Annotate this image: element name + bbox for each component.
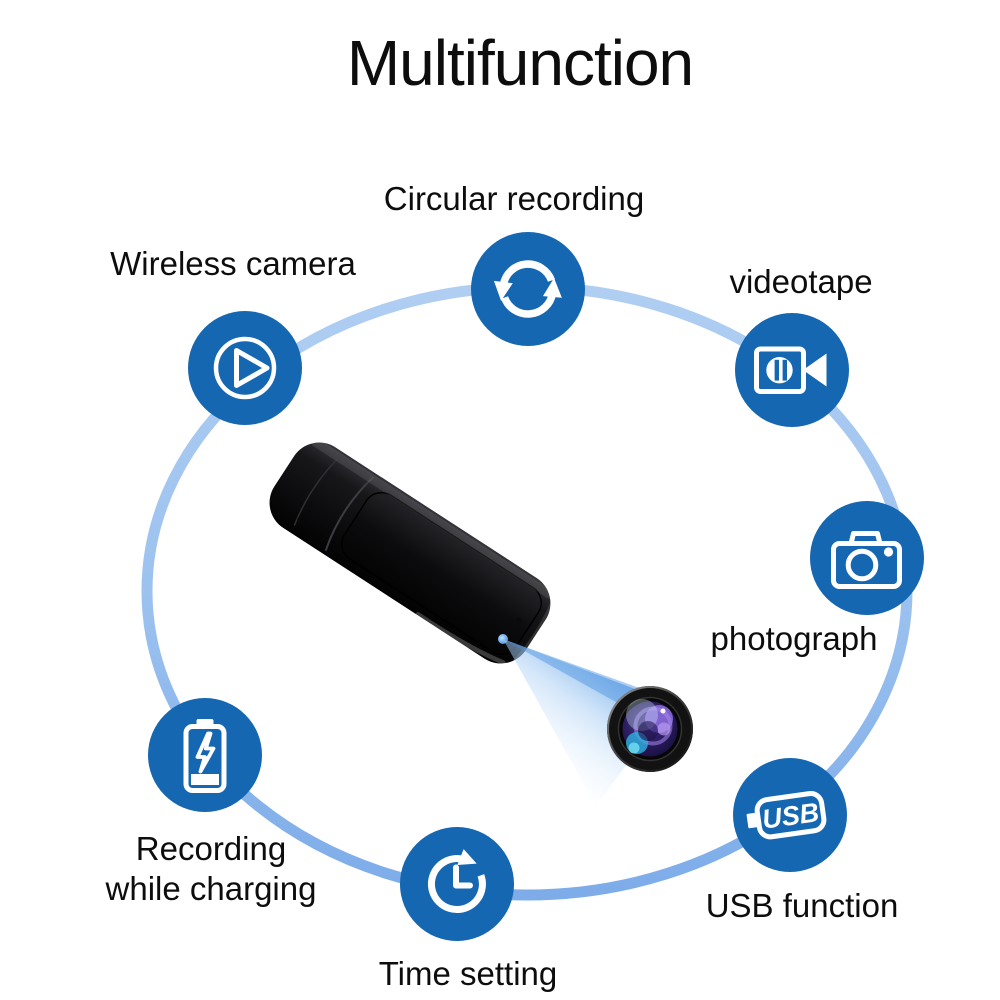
label-videotape: videotape xyxy=(729,263,873,300)
sync-arrows-icon xyxy=(493,260,562,318)
label-wireless-camera: Wireless camera xyxy=(110,245,356,282)
label-line-1: Recording xyxy=(135,830,287,867)
usb-plug-icon: USB xyxy=(746,791,827,840)
video-camera-icon xyxy=(754,346,827,394)
photo-camera-icon xyxy=(831,531,902,589)
feature-icon-recording-while-charging xyxy=(148,698,262,812)
feature-icon-circular-recording xyxy=(471,232,585,346)
microphone-hole xyxy=(515,617,523,625)
page-title: Multifunction xyxy=(346,27,694,99)
battery-charging-icon xyxy=(183,719,227,793)
label-circular-recording: Circular recording xyxy=(383,180,645,217)
feature-icon-usb-function: USB xyxy=(733,758,847,872)
feature-icon-time-setting xyxy=(400,827,514,941)
camera-lens xyxy=(607,686,693,772)
feature-icon-photograph xyxy=(810,501,924,615)
label-time-setting: Time setting xyxy=(378,955,558,992)
label-line-2: while charging xyxy=(105,870,317,907)
clock-history-icon xyxy=(427,849,486,914)
label-usb-function: USB function xyxy=(705,887,899,924)
feature-icon-videotape xyxy=(735,313,849,427)
feature-icon-wireless-camera xyxy=(188,311,302,425)
label-recording-while-charging: Recording while charging xyxy=(106,829,317,909)
play-button-icon xyxy=(213,336,277,400)
usb-stick-camera xyxy=(269,437,555,665)
label-photograph: photograph xyxy=(710,620,878,657)
